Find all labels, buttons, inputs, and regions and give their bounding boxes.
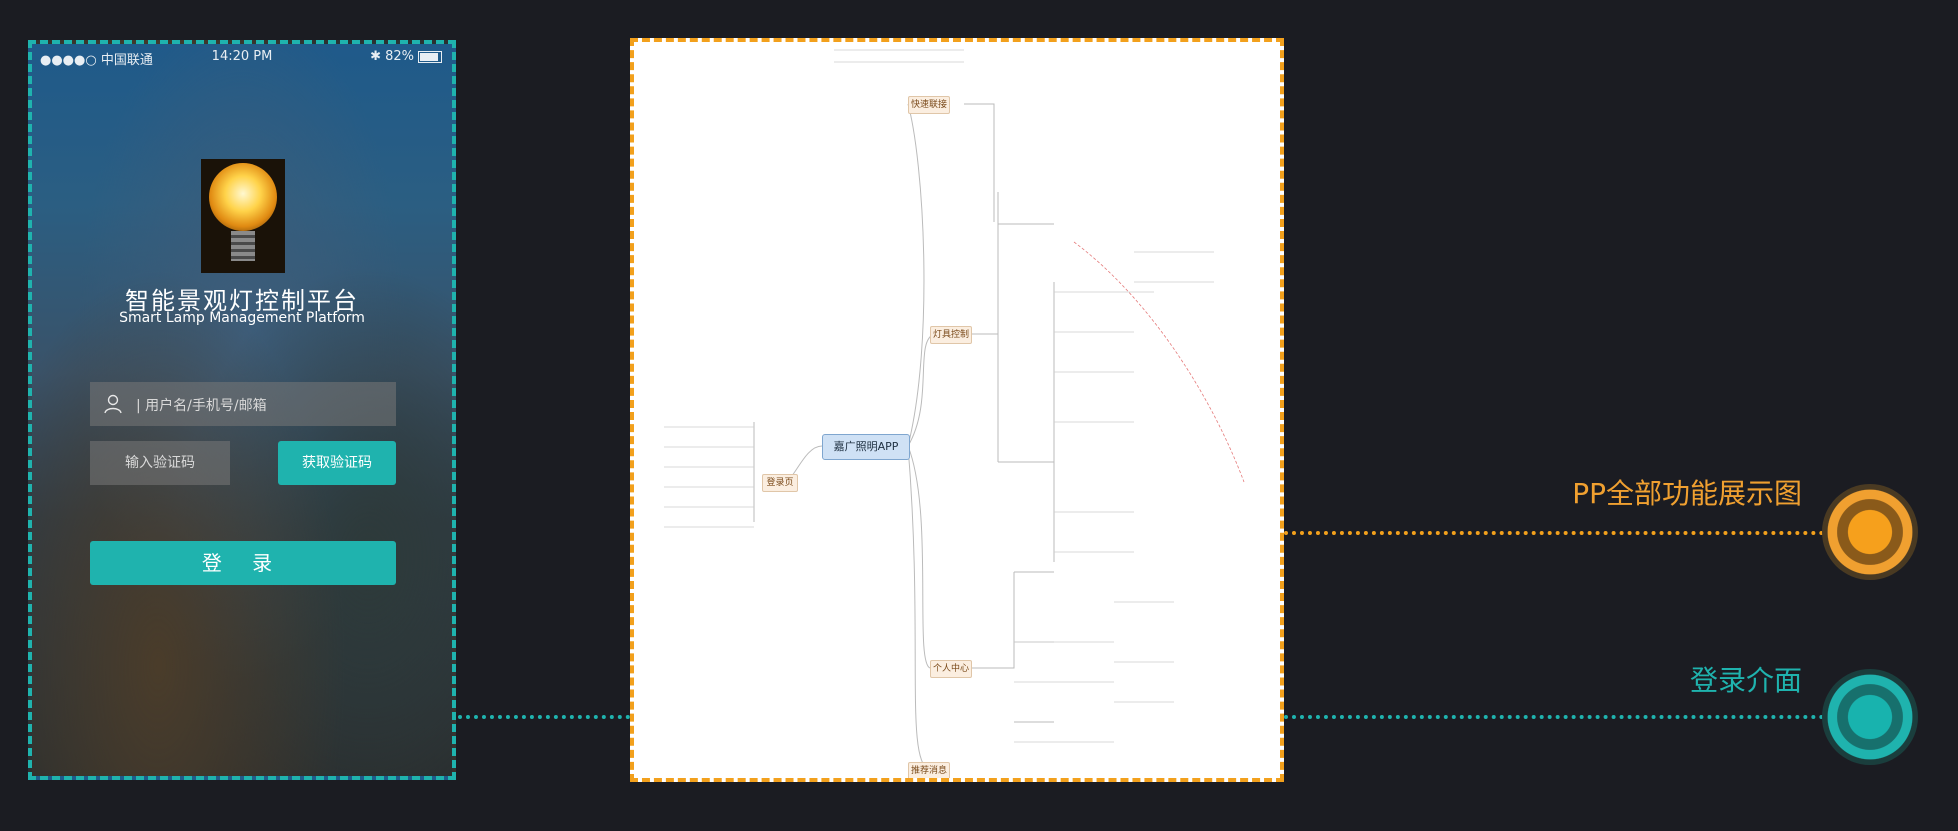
mindmap-central-node: 嘉广照明APP: [822, 434, 910, 460]
username-input[interactable]: | 用户名/手机号/邮箱: [90, 382, 396, 426]
verification-code-input[interactable]: 输入验证码: [90, 441, 230, 485]
connector-features: [1284, 531, 1824, 535]
mindmap-branch-lamp-control: 灯具控制: [930, 326, 972, 344]
login-button[interactable]: 登 录: [90, 541, 396, 585]
app-subtitle: Smart Lamp Management Platform: [119, 310, 365, 326]
mindmap-branch-quick-connect: 快速联接: [908, 96, 950, 114]
login-marker-icon: [1822, 669, 1918, 765]
username-placeholder: | 用户名/手机号/邮箱: [136, 398, 267, 414]
mindmap-branch-personal-center: 个人中心: [930, 660, 972, 678]
battery-percent: ✱ 82%: [370, 49, 414, 64]
status-time: 14:20 PM: [211, 49, 273, 64]
login-phone-mockup: ●●●●○ 中国联通 14:20 PM ✱ 82% 智能景观灯控制平台 Smar…: [28, 40, 456, 780]
connector-phone-left: [458, 715, 630, 719]
carrier-signal: ●●●●○ 中国联通: [40, 53, 153, 68]
label-login-screen: 登录介面: [1689, 664, 1802, 697]
app-title: 智能景观灯控制平台: [125, 287, 359, 315]
connector-login: [1284, 715, 1824, 719]
battery-indicator: ✱ 82%: [370, 49, 442, 64]
label-all-features: PP全部功能展示图: [1572, 477, 1802, 510]
mindmap-panel: 嘉广照明APP 登录页 快速联接 灯具控制 个人中心 推荐消息: [630, 38, 1284, 782]
features-marker-icon: [1822, 484, 1918, 580]
user-icon: [104, 394, 122, 414]
get-code-button[interactable]: 获取验证码: [278, 441, 396, 485]
lightbulb-logo: [201, 159, 285, 273]
status-bar: ●●●●○ 中国联通 14:20 PM ✱ 82%: [32, 44, 452, 68]
battery-icon: [418, 50, 442, 63]
mindmap-branch-login: 登录页: [762, 474, 798, 492]
mindmap-branch-messages: 推荐消息: [908, 762, 950, 778]
